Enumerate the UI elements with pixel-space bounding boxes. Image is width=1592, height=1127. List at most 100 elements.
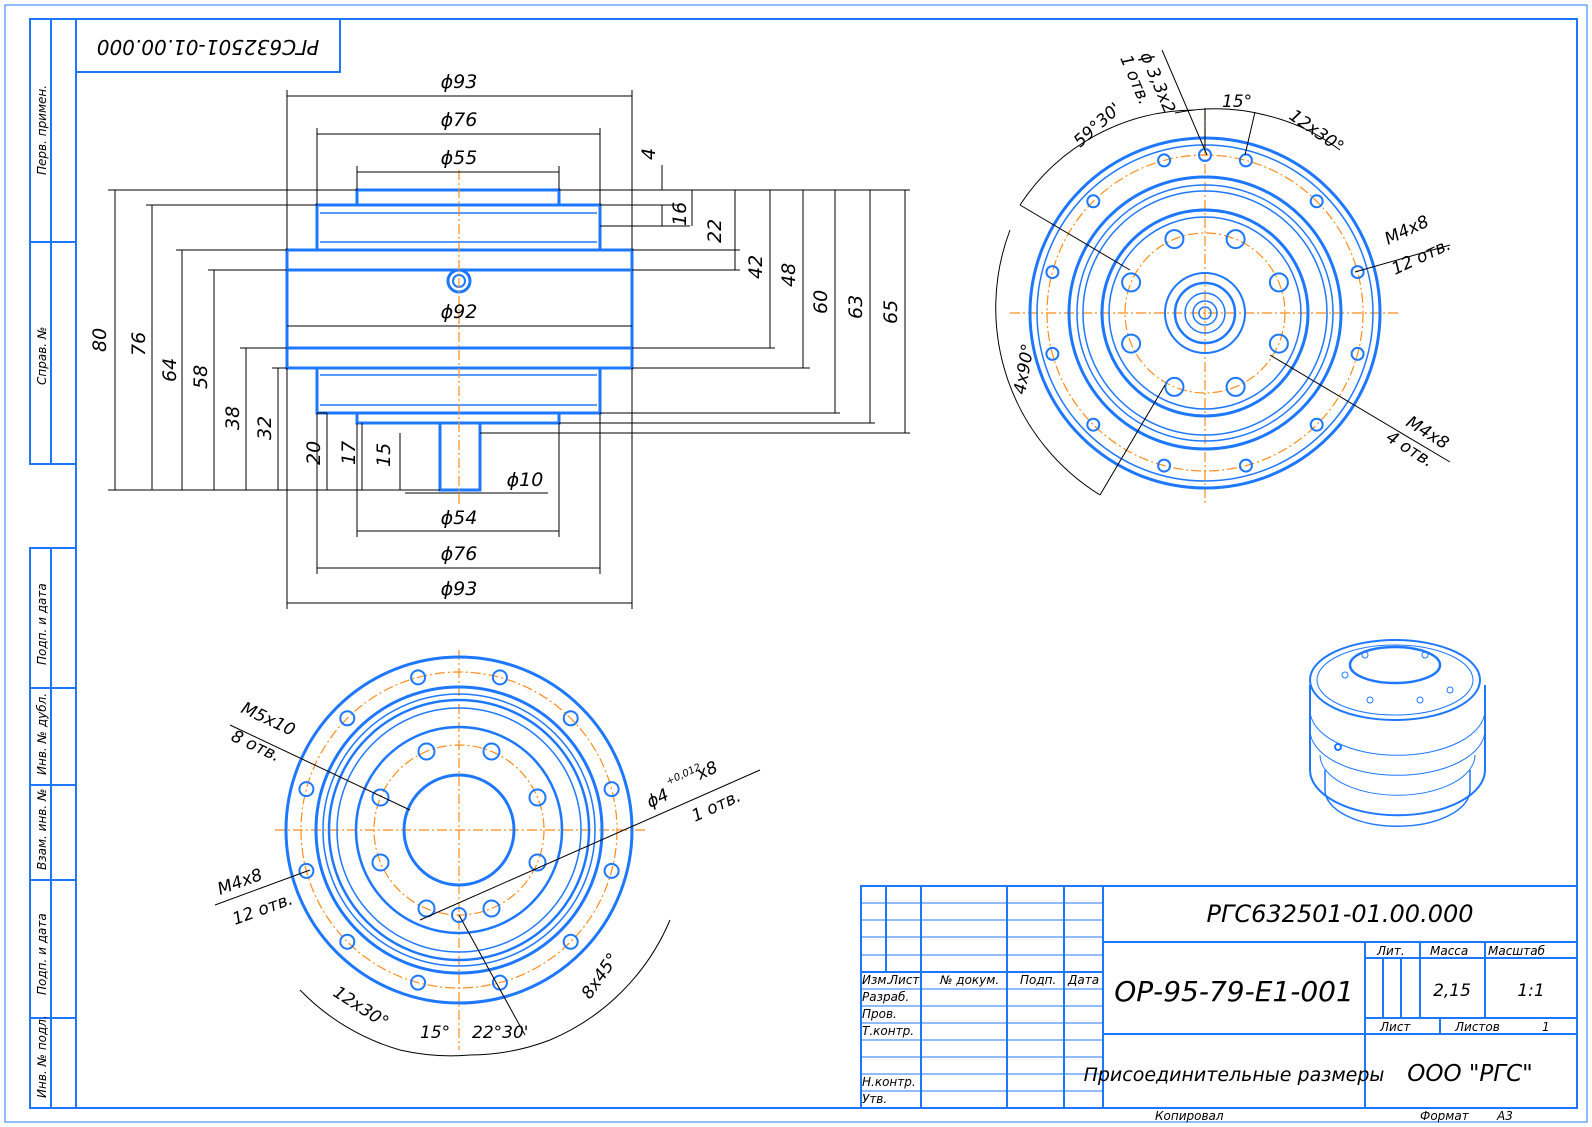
bottom-inner-hole: [417, 742, 436, 761]
top-bolt-hole: [1309, 417, 1324, 432]
side-view-dimensions: [108, 90, 910, 609]
side-strip-labels: Перв. примен. Справ. № Подп. и дата Инв.…: [35, 85, 49, 1098]
side-view-labels: ϕ93 ϕ76 ϕ55 ϕ92 ϕ10 ϕ54 ϕ76 ϕ93 4 16 22 …: [89, 71, 902, 600]
tb-row-utv: Утв.: [862, 1092, 887, 1106]
dim-d54: ϕ54: [441, 507, 478, 529]
dim-h17: 17: [338, 441, 360, 465]
bottom-bolt-hole: [298, 781, 315, 798]
top-inner-hole: [1268, 333, 1289, 354]
dim-d93-bot: ϕ93: [441, 578, 478, 600]
bottom-bolt-hole: [603, 862, 620, 879]
top-bolt-hole: [1238, 458, 1253, 473]
tb-list: Лист: [1379, 1020, 1411, 1034]
tb-row-razrab: Разраб.: [862, 990, 909, 1004]
top-ang-12x30: 12x30°: [1285, 106, 1347, 158]
bottom-view: [275, 650, 645, 1050]
dim-d92: ϕ92: [441, 301, 478, 323]
bottom-bolt-hole: [339, 933, 356, 950]
bottom-inner-hole: [482, 899, 501, 918]
top-inner-hole: [1164, 229, 1185, 250]
dim-d93-top: ϕ93: [441, 71, 478, 93]
tb-row-prov: Пров.: [862, 1007, 897, 1021]
bot-pin: ϕ4: [644, 785, 672, 812]
bottom-inner-hole: [371, 788, 390, 807]
top-bolt-hole: [1309, 194, 1324, 209]
perv-primen-label: Перв. примен.: [35, 85, 49, 175]
bottom-inner-hole: [417, 899, 436, 918]
top-inner-hole: [1121, 333, 1142, 354]
top-bolt-hole: [1045, 265, 1060, 280]
vzam-inv-label: Взам. инв. №: [35, 789, 49, 870]
dim-h22: 22: [704, 219, 726, 243]
corner-stamp: РГС632501-01.00.000: [75, 18, 341, 73]
top-ang-15: 15°: [1222, 92, 1252, 112]
tb-massa: Масса: [1430, 944, 1468, 958]
corner-stamp-text: РГС632501-01.00.000: [97, 35, 320, 59]
tb-col-izm: Изм.: [862, 973, 890, 987]
title-block: Изм. Лист № докум. Подп. Дата Разраб. Пр…: [860, 885, 1578, 1123]
tb-doc-number: ОР-95-79-Е1-001: [1114, 975, 1354, 1008]
top-view-dimensions: [995, 49, 1451, 496]
bottom-bolt-hole: [562, 933, 579, 950]
dim-h42: 42: [745, 255, 767, 279]
output-shaft: [438, 421, 482, 492]
top-inner-hole: [1268, 272, 1289, 293]
tb-row-nkontr: Н.контр.: [862, 1075, 916, 1089]
dim-d55: ϕ55: [441, 147, 478, 169]
dim-h48: 48: [778, 263, 800, 287]
bottom-bolt-hole: [298, 862, 315, 879]
top-bolt-hole: [1157, 153, 1172, 168]
top-inner-hole: [1121, 272, 1142, 293]
bottom-bolt-hole: [491, 669, 508, 686]
dim-h4: 4: [638, 148, 660, 160]
dim-h65: 65: [880, 300, 902, 324]
dim-h20: 20: [303, 441, 325, 465]
bot-ang-12x30: 12x30°: [329, 982, 392, 1032]
tb-listov: Листов: [1454, 1020, 1500, 1034]
top-view: [1010, 110, 1400, 505]
top-inner-hole: [1225, 376, 1246, 397]
bottom-inner-hole: [371, 853, 390, 872]
dim-h64: 64: [159, 358, 181, 382]
tb-masshtab: Масштаб: [1488, 944, 1546, 958]
bot-ang-22: 22°30': [472, 1023, 528, 1043]
tb-kopiroval: Копировал: [1155, 1109, 1224, 1123]
dim-d76-bot: ϕ76: [441, 543, 478, 565]
top-bolt-hole: [1157, 458, 1172, 473]
bottom-bolt-hole: [562, 710, 579, 727]
dim-d10: ϕ10: [507, 469, 544, 491]
bottom-view-dimensions: [214, 724, 761, 1057]
dim-h76: 76: [128, 332, 150, 356]
top-view-labels: ϕ 3,3x2 1 отв. 59°30' 15° 12x30° M4x8 12…: [1010, 49, 1454, 472]
inv-dubl-label: Инв. № дубл.: [35, 693, 49, 775]
dim-h38: 38: [222, 406, 244, 430]
dim-h16: 16: [669, 202, 691, 226]
tb-col-data: Дата: [1067, 973, 1099, 987]
tb-format: Формат: [1420, 1109, 1470, 1123]
bottom-bolt-hole: [603, 781, 620, 798]
tb-massa-value: 2,15: [1433, 981, 1471, 1001]
bottom-inner-hole: [482, 742, 501, 761]
top-bolt-hole: [1350, 265, 1365, 280]
top-ang-4x90: 4x90°: [1010, 342, 1039, 396]
tb-masshtab-value: 1:1: [1517, 981, 1544, 1001]
top-inner-hole: [1164, 376, 1185, 397]
bottom-bolt-hole: [410, 974, 427, 991]
tb-row-tkontr: Т.контр.: [862, 1024, 914, 1038]
tb-company: ООО "РГС": [1407, 1061, 1533, 1087]
bottom-inner-hole: [528, 853, 547, 872]
dim-h58: 58: [190, 365, 212, 389]
tb-format-value: A3: [1496, 1109, 1513, 1123]
sprav-no-label: Справ. №: [35, 327, 49, 385]
bot-ang-8x45: 8x45°: [578, 950, 624, 1003]
top-ring: [355, 188, 561, 207]
tb-col-docnum: № докум.: [939, 973, 999, 987]
bot-ang-15: 15°: [420, 1023, 450, 1043]
tb-listov-value: 1: [1542, 1020, 1550, 1034]
dim-d76-top: ϕ76: [441, 109, 478, 131]
dim-h60: 60: [810, 290, 832, 314]
side-view: [285, 170, 634, 505]
top-bolt-hole: [1238, 153, 1253, 168]
tb-col-list: Лист: [888, 973, 920, 987]
